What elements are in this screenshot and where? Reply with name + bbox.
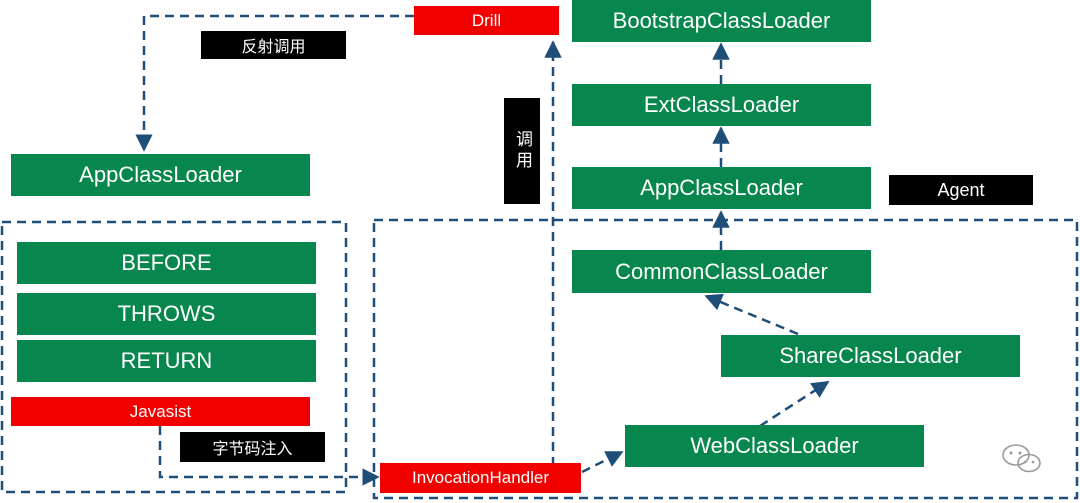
app-classloader-left-box: AppClassLoader bbox=[11, 154, 310, 196]
agent-label: Agent bbox=[889, 175, 1033, 205]
web-classloader-box: WebClassLoader bbox=[625, 425, 924, 467]
share-to-common-arrow bbox=[704, 293, 799, 336]
bootstrap-classloader-box: BootstrapClassLoader bbox=[572, 0, 871, 42]
before-box: BEFORE bbox=[17, 242, 316, 284]
share-classloader-box: ShareClassLoader bbox=[721, 335, 1020, 377]
reflect-call-label: 反射调用 bbox=[201, 31, 346, 59]
invocation-handler-box: InvocationHandler bbox=[380, 463, 581, 493]
javasist-to-invocation-arrow bbox=[158, 426, 380, 486]
wechat-icon bbox=[1002, 444, 1041, 473]
web-to-share-arrow bbox=[759, 380, 830, 428]
bytecode-inject-label: 字节码注入 bbox=[180, 432, 325, 462]
drill-to-app-arrow bbox=[135, 14, 414, 152]
javasist-box: Javasist bbox=[11, 397, 310, 426]
left-group-frame bbox=[0, 220, 348, 494]
call-label-text: 调用 bbox=[513, 130, 532, 172]
drill-box: Drill bbox=[414, 6, 559, 35]
throws-box: THROWS bbox=[17, 293, 316, 335]
return-box: RETURN bbox=[17, 340, 316, 382]
app-classloader-right-box: AppClassLoader bbox=[572, 167, 871, 209]
ext-classloader-box: ExtClassLoader bbox=[572, 84, 871, 126]
invocation-to-web-arrow bbox=[581, 450, 624, 474]
common-classloader-box: CommonClassLoader bbox=[572, 250, 871, 293]
call-label: 调用 bbox=[504, 98, 540, 204]
